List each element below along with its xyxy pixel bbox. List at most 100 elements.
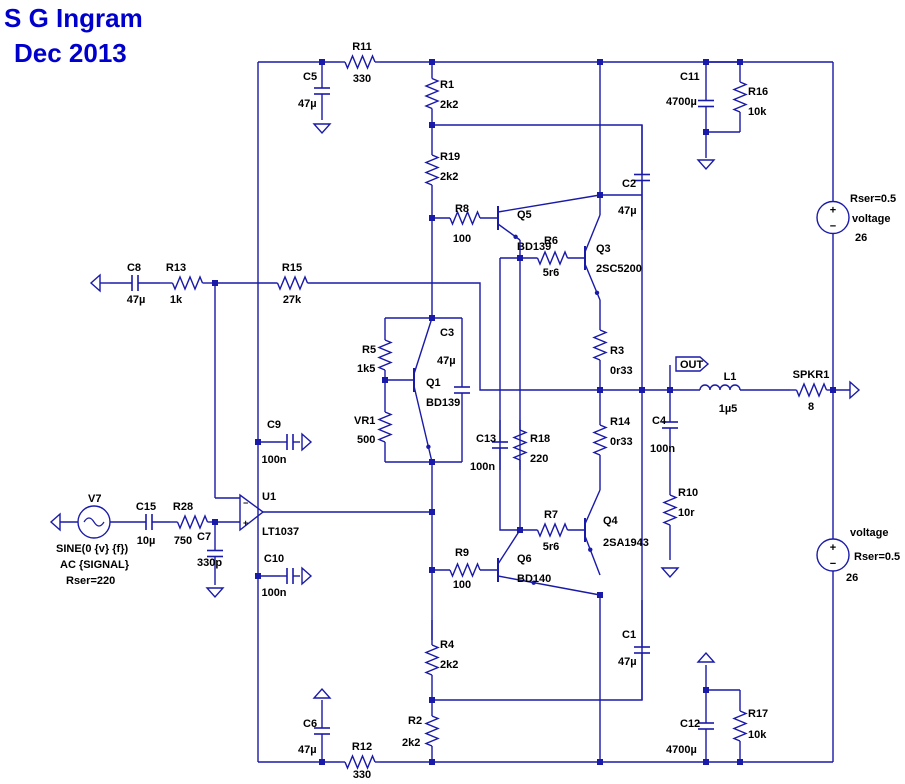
ground-icon (49, 512, 61, 532)
component-ref: Q3 (596, 243, 611, 255)
junction-dot (255, 573, 261, 579)
component-ref: C6 (303, 718, 317, 730)
junction-dot (429, 215, 435, 221)
component-value: 2SA1943 (603, 537, 649, 549)
component-ref: C1 (622, 629, 636, 641)
author-title: S G Ingram (4, 3, 143, 33)
junction-dot (429, 509, 435, 515)
ground-icon (312, 687, 332, 699)
component-ref: R2 (408, 715, 422, 727)
component-ref: VR1 (354, 415, 375, 427)
component-value: 100n (650, 443, 675, 455)
junction-dot (597, 592, 603, 598)
resistor-body (377, 339, 393, 371)
component-value: 100n (261, 587, 286, 599)
component-value: 750 (174, 535, 192, 547)
resistor-body (732, 710, 748, 742)
component-ref: Q1 (426, 377, 441, 389)
capacitor-c4: C4 100n (650, 390, 678, 460)
minus-icon: − (830, 221, 836, 233)
collector-lead (497, 194, 601, 213)
component-ref: C5 (303, 71, 317, 83)
component-value: BD139 (517, 241, 551, 253)
resistor-r11: R11 330 (340, 41, 380, 85)
resistor-body (424, 715, 440, 747)
component-value: 1k5 (357, 363, 375, 375)
ground-icon (312, 123, 332, 135)
resistor-body (732, 81, 748, 113)
ground-icon (301, 566, 313, 586)
component-ref: R5 (362, 344, 376, 356)
component-value: 47µ (437, 355, 456, 367)
junction-dot (703, 129, 709, 135)
component-ref: R11 (352, 41, 372, 53)
ground-icon (89, 273, 101, 293)
resistor-body (512, 429, 528, 461)
component-value: 1µ5 (719, 403, 738, 415)
ground-icon (312, 123, 332, 135)
source-label: 26 (846, 572, 858, 584)
component-value: 330 (353, 769, 371, 781)
component-value: 330 (353, 73, 371, 85)
component-ref: C4 (652, 415, 667, 427)
collector-lead (413, 317, 433, 375)
component-value: 2k2 (440, 99, 458, 111)
junction-dot (212, 280, 218, 286)
component-value: 47µ (298, 98, 317, 110)
junction-dot (737, 759, 743, 765)
plus-icon: + (830, 205, 836, 217)
capacitor-c1: C1 47µ (618, 600, 650, 700)
plus-icon: + (830, 542, 836, 554)
resistor-body (424, 644, 440, 676)
component-value: 2SC5200 (596, 263, 642, 275)
sine-icon (83, 517, 105, 527)
junction-dot (703, 59, 709, 65)
component-value: 5r6 (543, 541, 560, 553)
component-ref: R6 (544, 235, 558, 247)
source-label: AC {SIGNAL} (60, 559, 130, 571)
component-value: 10k (748, 729, 767, 741)
component-ref: R3 (610, 345, 624, 357)
ground-icon (696, 159, 716, 171)
resistor-body (536, 522, 569, 538)
resistor-body (424, 77, 440, 110)
component-value: 4700µ (666, 744, 697, 756)
junction-dot (429, 567, 435, 573)
component-value: 8 (808, 401, 814, 413)
component-ref: R7 (544, 509, 558, 521)
component-value: 47µ (618, 656, 637, 668)
ground-icon (301, 432, 313, 452)
resistor-body (377, 411, 393, 443)
capacitor-c5: C5 47µ (298, 62, 330, 120)
component-ref: C7 (197, 531, 211, 543)
junction-dot (429, 315, 435, 321)
junction-dot (429, 459, 435, 465)
ground-icon (205, 587, 225, 599)
component-ref: R18 (530, 433, 550, 445)
resistor-body (171, 275, 204, 291)
